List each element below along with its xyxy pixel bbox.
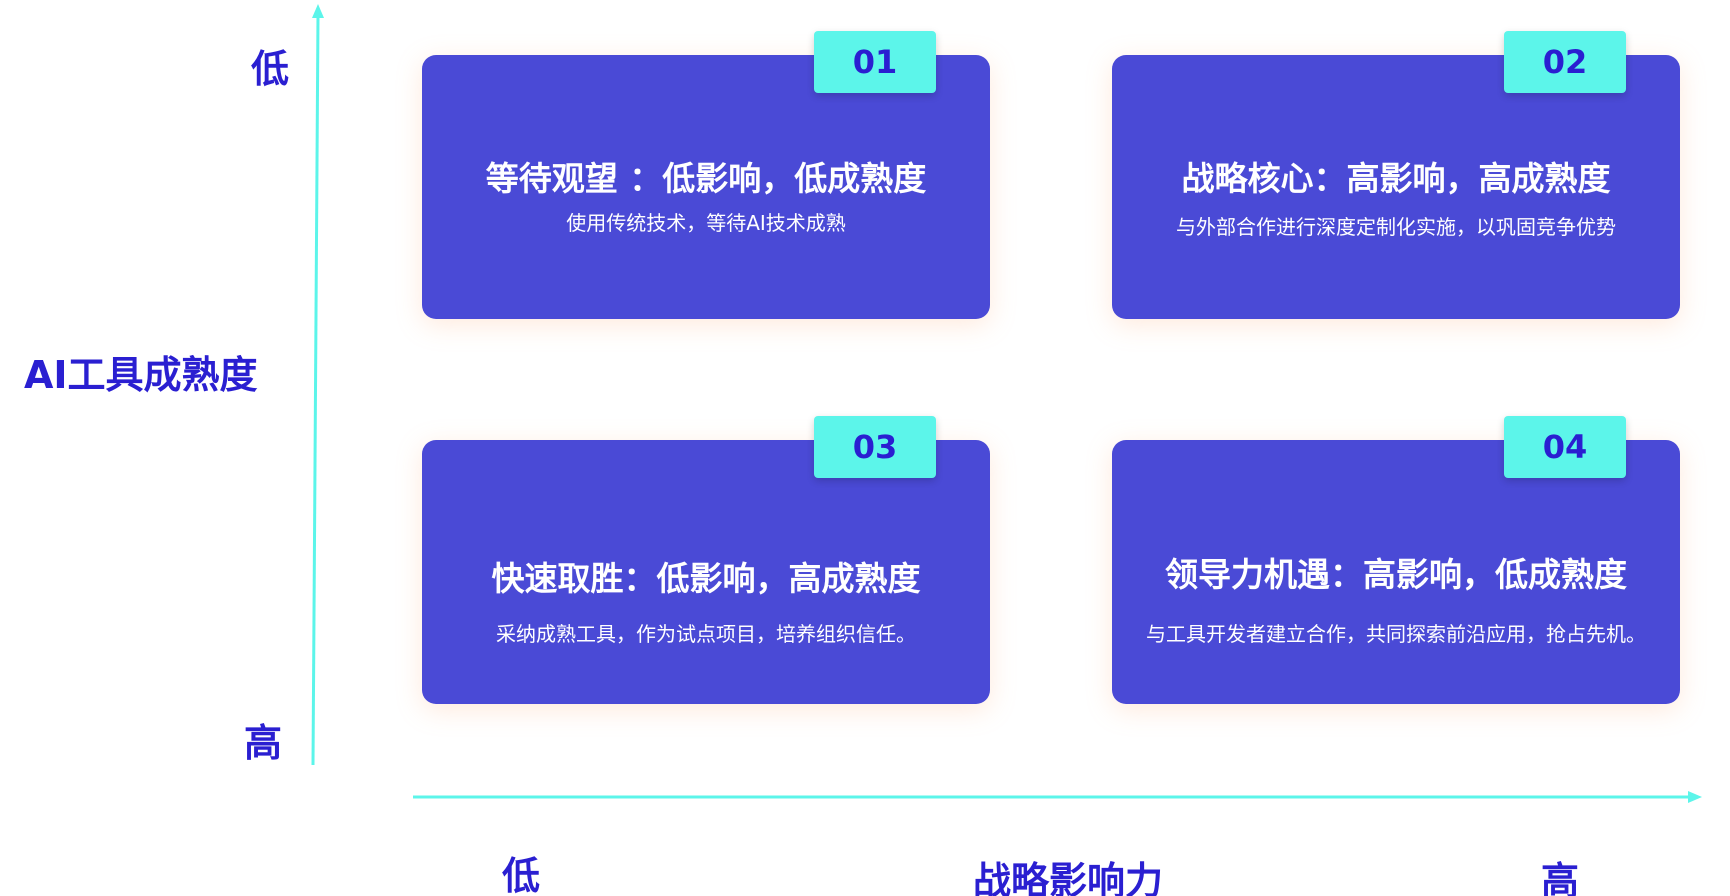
quadrant-number-badge: 03 <box>814 416 936 478</box>
y-axis-line <box>311 13 320 766</box>
quadrant-heading: 等待观望 ：低影响，低成熟度 <box>485 159 927 198</box>
y-axis-low-label: 低 <box>251 47 290 91</box>
quadrant-number-badge: 04 <box>1504 416 1626 478</box>
y-axis-title: AI工具成熟度 <box>24 353 258 397</box>
y-axis-arrow <box>312 4 324 18</box>
x-axis-high-label: 高 <box>1541 859 1580 896</box>
x-axis-arrow <box>1688 791 1702 803</box>
quadrant-number-badge: 02 <box>1504 31 1626 93</box>
x-axis-title: 战略影响力 <box>973 859 1164 896</box>
quadrant-number-badge: 01 <box>814 31 936 93</box>
quadrant-description: 使用传统技术，等待AI技术成熟 <box>566 211 846 235</box>
quadrant-card-strategic-core: 02 战略核心：高影响，高成熟度 与外部合作进行深度定制化实施，以巩固竞争优势 <box>1112 31 1680 319</box>
quadrant-card-wait-and-see: 01 等待观望 ：低影响，低成熟度 使用传统技术，等待AI技术成熟 <box>422 31 990 319</box>
y-axis-high-label: 高 <box>244 721 283 765</box>
quadrant-heading: 领导力机遇：高影响，低成熟度 <box>1165 555 1627 594</box>
quadrant-card-leadership-opportunity: 04 领导力机遇：高影响，低成熟度 与工具开发者建立合作，共同探索前沿应用，抢占… <box>1112 416 1680 704</box>
quadrant-description: 采纳成熟工具，作为试点项目，培养组织信任。 <box>496 622 916 646</box>
quadrant-heading: 战略核心：高影响，高成熟度 <box>1181 159 1611 198</box>
quadrant-card-quick-wins: 03 快速取胜：低影响，高成熟度 采纳成熟工具，作为试点项目，培养组织信任。 <box>422 416 990 704</box>
quadrant-heading: 快速取胜：低影响，高成熟度 <box>491 559 921 598</box>
quadrant-description: 与外部合作进行深度定制化实施，以巩固竞争优势 <box>1176 215 1616 239</box>
quadrant-description: 与工具开发者建立合作，共同探索前沿应用，抢占先机。 <box>1146 622 1646 646</box>
x-axis-low-label: 低 <box>502 854 541 896</box>
